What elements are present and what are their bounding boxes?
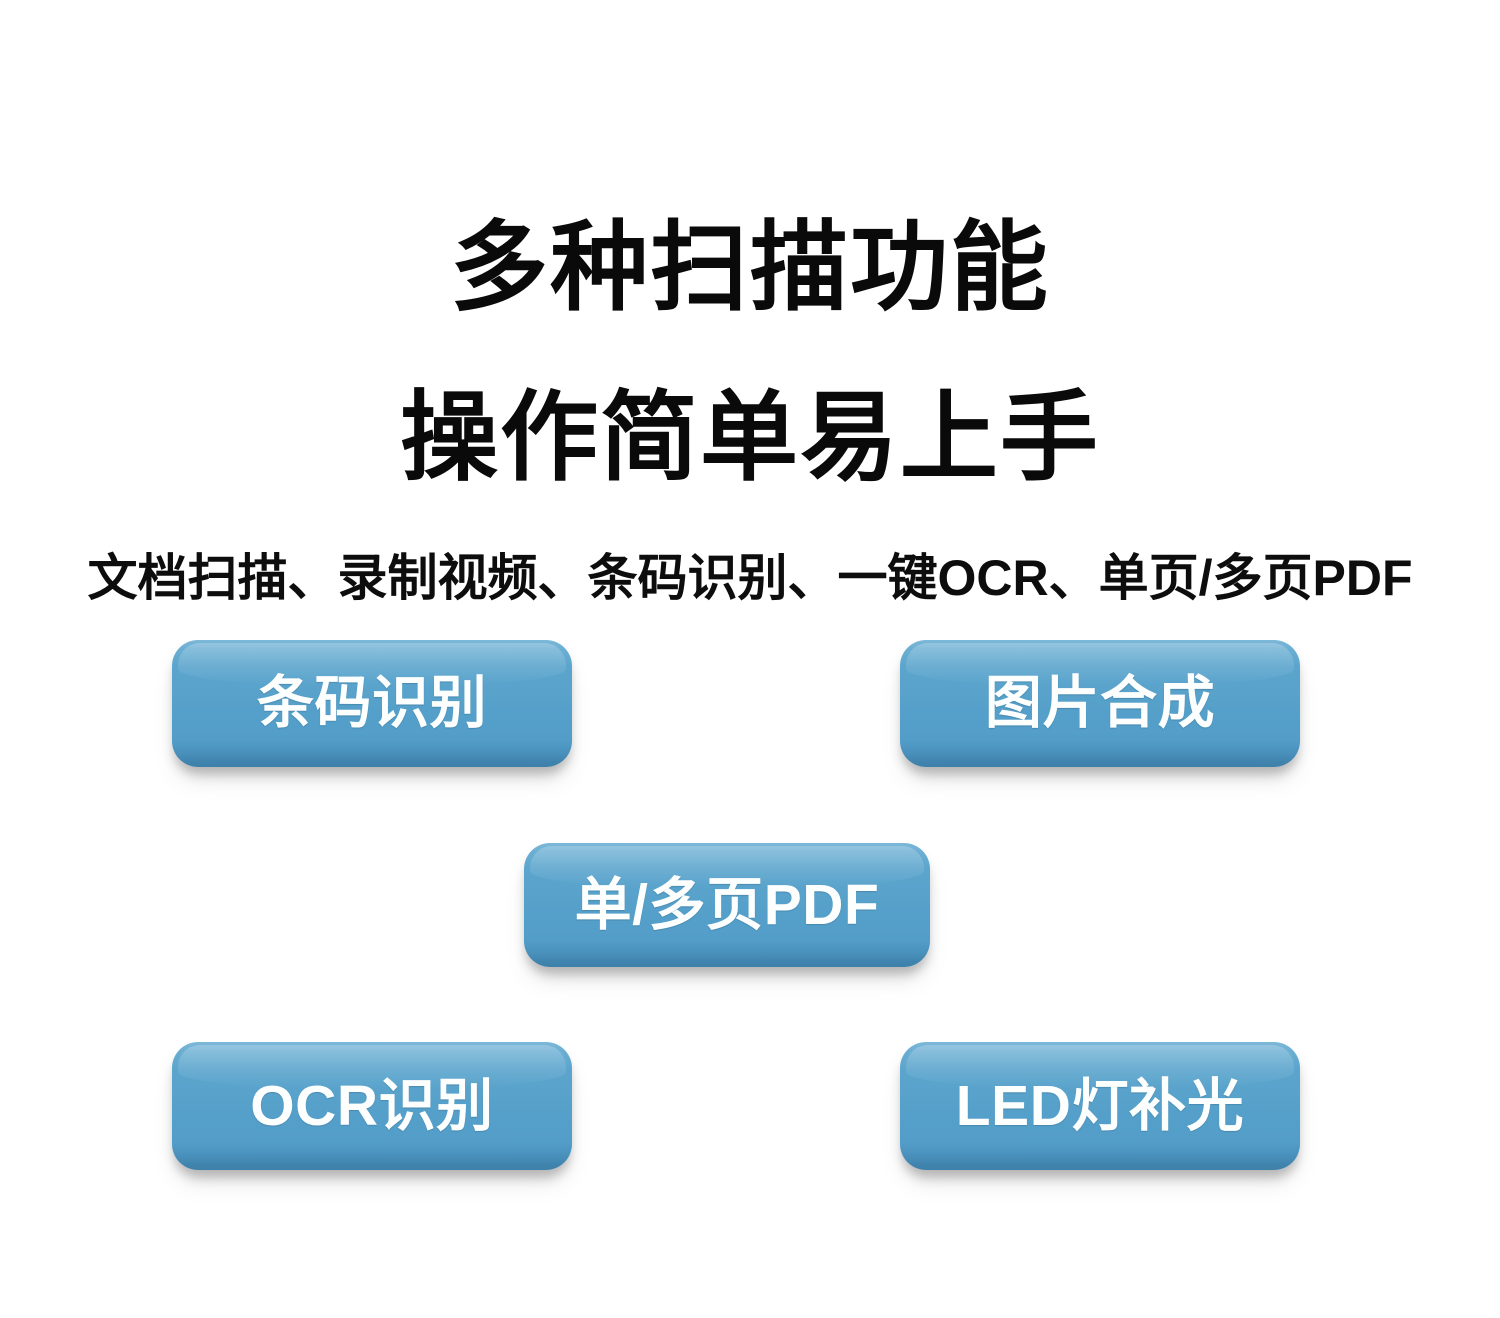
feature-button-image-merge[interactable]: 图片合成 bbox=[900, 640, 1300, 767]
feature-button-ocr[interactable]: OCR识别 bbox=[172, 1042, 572, 1170]
feature-button-label: LED灯补光 bbox=[955, 1073, 1245, 1138]
feature-button-label: 图片合成 bbox=[984, 671, 1216, 735]
page-title-line-1: 多种扫描功能 bbox=[450, 211, 1050, 322]
feature-button-barcode[interactable]: 条码识别 bbox=[172, 640, 572, 767]
feature-button-label: OCR识别 bbox=[250, 1073, 494, 1138]
feature-button-led[interactable]: LED灯补光 bbox=[900, 1042, 1300, 1170]
feature-button-pdf[interactable]: 单/多页PDF bbox=[524, 843, 930, 967]
feature-button-label: 条码识别 bbox=[256, 671, 488, 735]
page-subtitle: 文档扫描、录制视频、条码识别、一键OCR、单页/多页PDF bbox=[87, 550, 1413, 606]
feature-button-label: 单/多页PDF bbox=[574, 872, 880, 937]
page-title-line-2: 操作简单易上手 bbox=[400, 381, 1100, 492]
